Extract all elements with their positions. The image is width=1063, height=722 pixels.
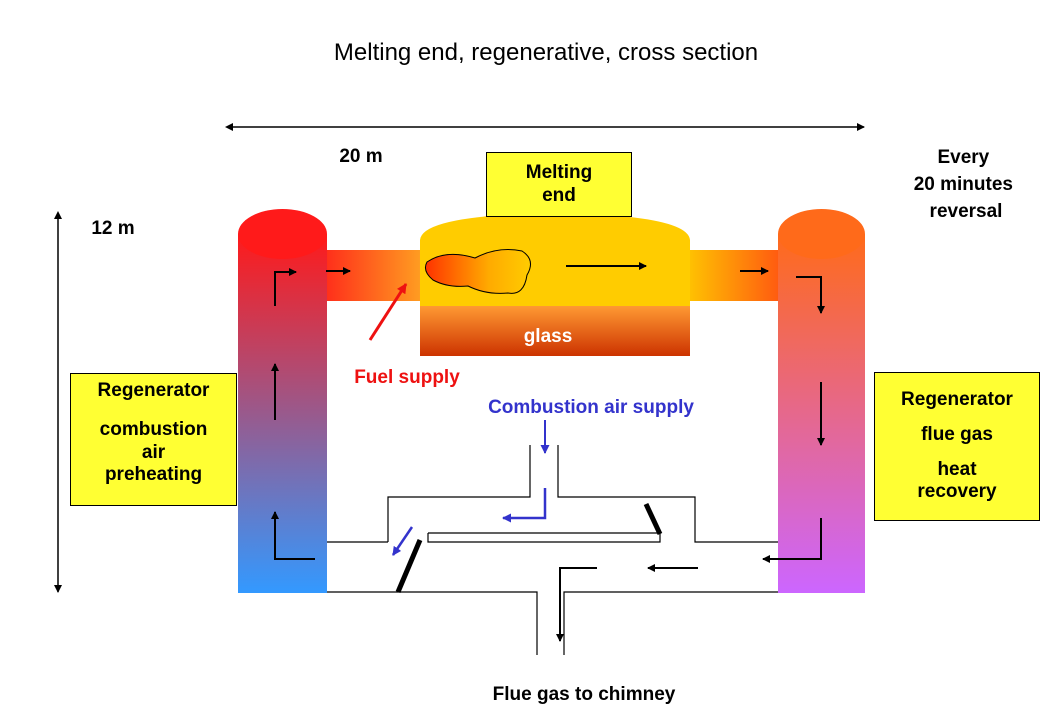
reversal-note: Every 20 minutes reversal bbox=[914, 147, 1019, 222]
left-regenerator-line-1: Regenerator bbox=[97, 380, 210, 401]
flue-gas-to-chimney-label: Flue gas to chimney bbox=[493, 684, 676, 705]
right-regenerator-line-2: flue gas bbox=[921, 423, 993, 445]
melting-end-line-2: end bbox=[542, 184, 576, 206]
right-port bbox=[680, 250, 784, 301]
right-regen-arrow-bottom bbox=[762, 518, 822, 563]
left-port bbox=[322, 250, 432, 301]
right-regenerator-label-box: Regenerator flue gas heat recovery bbox=[874, 372, 1040, 521]
right-regenerator-top bbox=[778, 209, 865, 259]
melting-end-label-box: Melting end bbox=[486, 152, 632, 217]
fuel-supply-label: Fuel supply bbox=[354, 367, 460, 388]
damper-left bbox=[395, 539, 423, 593]
left-regenerator-label-box: Regenerator combustion air preheating bbox=[70, 373, 237, 506]
air-to-regenerator-arrow bbox=[391, 526, 414, 556]
left-regen-arrow-bottom bbox=[271, 511, 315, 560]
duct-system bbox=[327, 445, 778, 655]
air-duct-arrow bbox=[502, 488, 547, 523]
left-regenerator-line-4: preheating bbox=[104, 464, 203, 486]
height-label: 12 m bbox=[91, 218, 134, 239]
left-regenerator-top bbox=[238, 209, 327, 259]
damper-right bbox=[643, 502, 663, 536]
left-regenerator-column bbox=[238, 234, 327, 593]
reversal-line-1: Every bbox=[937, 147, 989, 168]
right-regenerator-line-4: recovery bbox=[917, 481, 997, 503]
reversal-line-3: reversal bbox=[930, 201, 1003, 222]
melting-end-line-1: Melting bbox=[525, 161, 593, 183]
left-regenerator-line-3: air bbox=[141, 441, 166, 463]
width-label: 20 m bbox=[339, 146, 382, 167]
combustion-air-supply-label: Combustion air supply bbox=[488, 397, 694, 418]
fuel-supply-arrow bbox=[368, 283, 408, 341]
right-regenerator-line-3: heat bbox=[937, 458, 977, 480]
flame-shape bbox=[425, 249, 532, 294]
right-regenerator-line-1: Regenerator bbox=[901, 388, 1013, 410]
reversal-line-2: 20 minutes bbox=[914, 174, 1013, 195]
left-regen-arrow-top bbox=[274, 268, 297, 306]
glass-bath bbox=[420, 306, 690, 356]
glass-label: glass bbox=[524, 326, 573, 347]
right-regen-arrow-top bbox=[796, 276, 825, 314]
chimney-arrow bbox=[556, 567, 597, 642]
diagram-title: Melting end, regenerative, cross section bbox=[334, 39, 758, 66]
left-regenerator-line-2: combustion bbox=[99, 418, 208, 440]
